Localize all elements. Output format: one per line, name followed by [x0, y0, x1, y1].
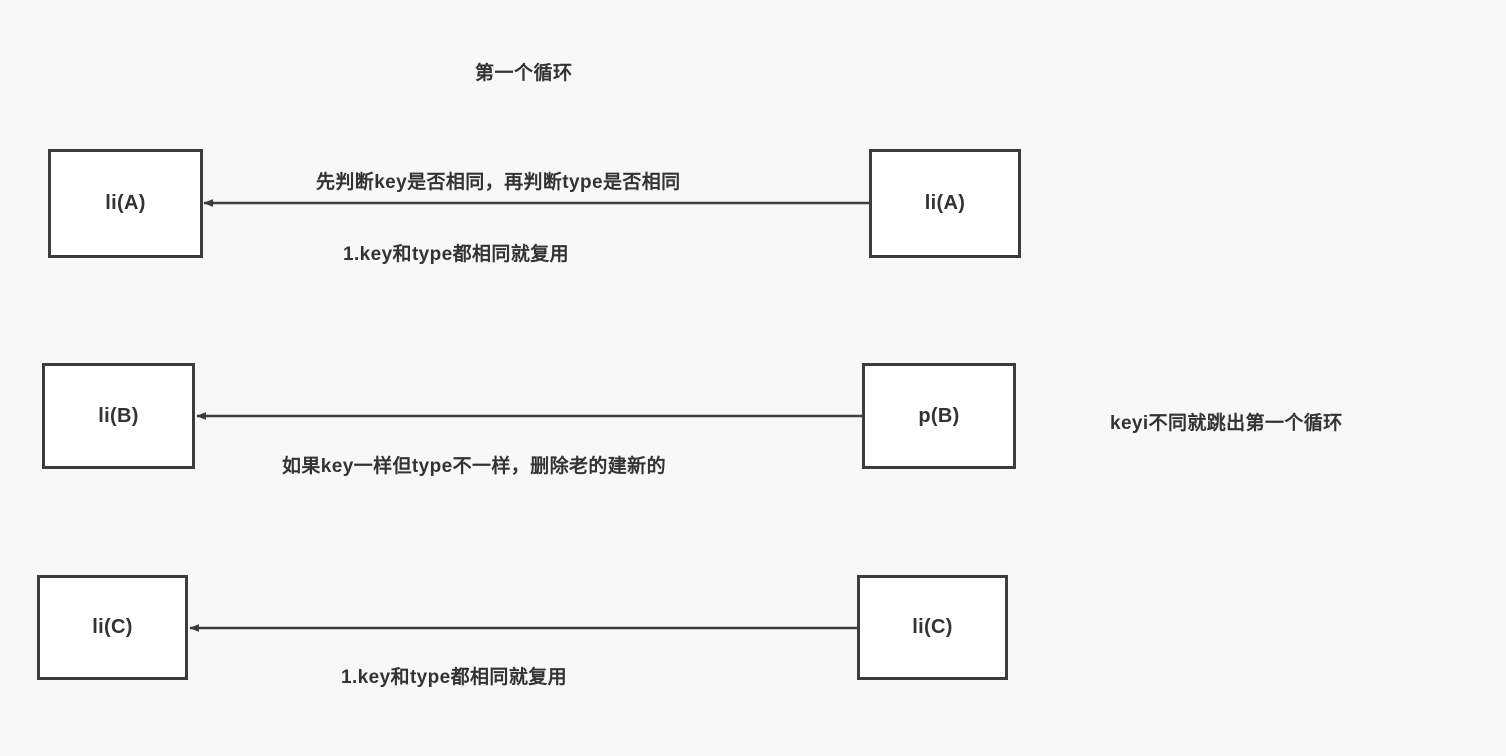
label-c: 1.key和type都相同就复用	[341, 667, 568, 688]
page-title: 第一个循环	[475, 63, 573, 84]
node-label: li(A)	[924, 192, 966, 214]
node-label: li(C)	[92, 616, 133, 638]
label-b: 如果key一样但type不一样，删除老的建新的	[282, 456, 666, 477]
node-new-c[interactable]: li(C)	[857, 575, 1008, 680]
node-new-b[interactable]: p(B)	[862, 363, 1016, 469]
node-label: li(C)	[912, 616, 953, 638]
node-label: li(A)	[105, 192, 146, 214]
node-old-b[interactable]: li(B)	[42, 363, 195, 469]
node-old-a[interactable]: li(A)	[48, 149, 203, 258]
node-label: p(B)	[918, 404, 960, 427]
label-a-bottom: 1.key和type都相同就复用	[343, 244, 570, 265]
node-new-a[interactable]: li(A)	[869, 149, 1021, 258]
node-label: li(B)	[98, 404, 139, 427]
node-old-c[interactable]: li(C)	[37, 575, 188, 680]
label-a-top: 先判断key是否相同，再判断type是否相同	[316, 172, 681, 193]
note-break-loop: keyi不同就跳出第一个循环	[1110, 413, 1343, 434]
arrow-connectors	[189, 199, 869, 632]
